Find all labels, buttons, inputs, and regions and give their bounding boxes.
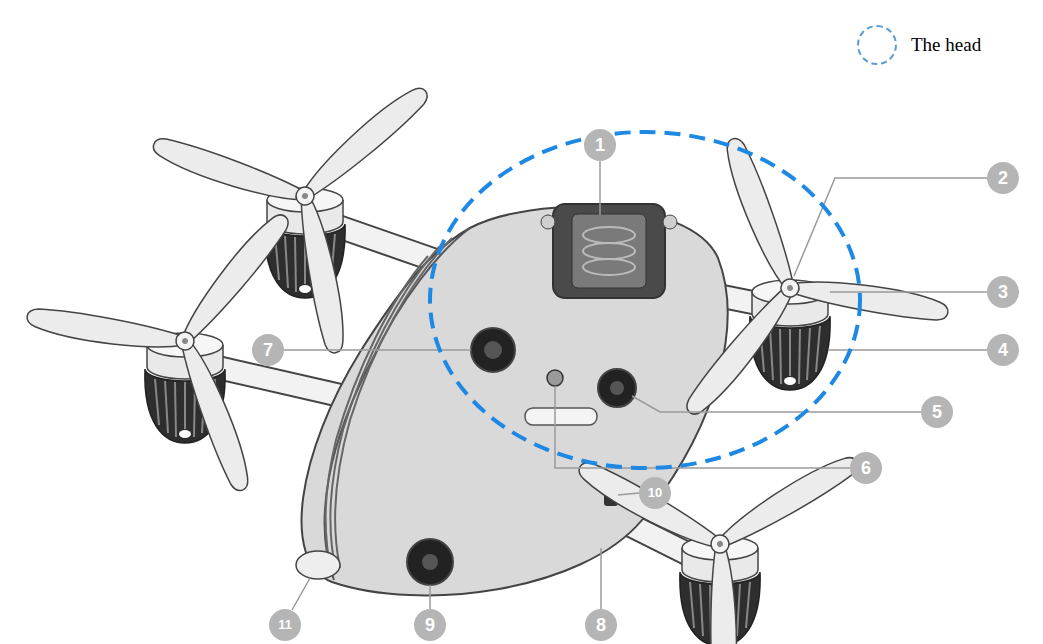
- legend-swatch: [857, 25, 897, 65]
- callout-number: 6: [850, 452, 882, 484]
- callout-number: 8: [585, 609, 617, 641]
- callout-number: 3: [987, 276, 1019, 308]
- callout-number: 1: [584, 129, 616, 161]
- callout-number: 4: [987, 334, 1019, 366]
- callout-number: 10: [639, 477, 671, 509]
- callout-number: 11: [269, 609, 301, 641]
- callout-number: 7: [252, 334, 284, 366]
- propellers: [3, 4, 960, 644]
- legend-entry: The head: [857, 25, 981, 65]
- callout-number: 5: [921, 396, 953, 428]
- legend-text: The head: [911, 34, 981, 56]
- callout-number: 9: [414, 609, 446, 641]
- callout-number: 2: [987, 162, 1019, 194]
- head-outline: [430, 132, 860, 468]
- drone-body: [296, 204, 728, 595]
- leader-lines: [284, 161, 987, 610]
